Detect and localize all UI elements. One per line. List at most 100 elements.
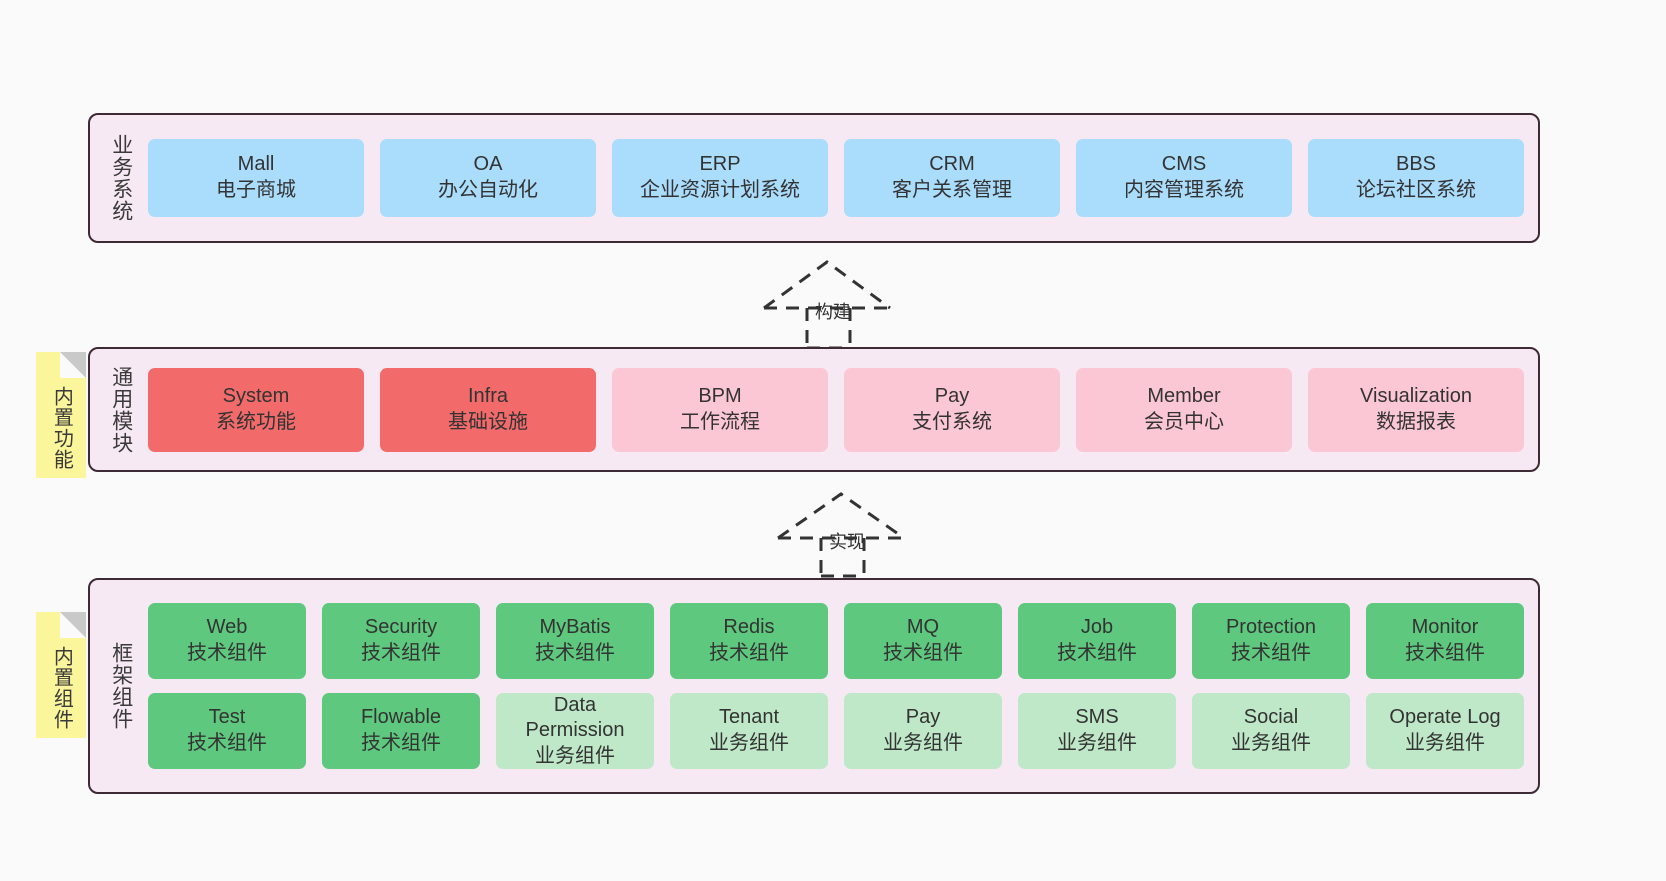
card-subtitle: 业务组件 [709,732,789,754]
connector-implement-shape [777,492,905,578]
layer-common-modules-title: 通用模块 [109,365,133,454]
connector-implement-label: 实现 [829,532,865,552]
card-title: CRM [929,153,975,176]
card-title: Test [208,706,246,729]
card-social[interactable]: Social 业务组件 [1192,693,1350,769]
card-title: BPM [698,384,742,407]
card-title: Monitor [1411,616,1479,639]
card-title: Web [206,616,248,639]
card-protection[interactable]: Protection 技术组件 [1192,603,1350,679]
layer-business-body: Mall 电子商城 OA 办公自动化 ERP 企业资源计划系统 CRM 客户关系管理 CMS 内容… [140,115,1538,241]
card-mall[interactable]: Mall 电子商城 [148,139,364,217]
card-subtitle: 技术组件 [1231,642,1311,664]
card-subtitle: 基础设施 [448,410,528,433]
card-title: Security [364,616,438,639]
card-title: BBS [1395,153,1437,176]
card-erp[interactable]: ERP 企业资源计划系统 [612,139,828,217]
card-oa[interactable]: OA 办公自动化 [380,139,596,217]
card-title: Tenant [718,706,780,729]
card-subtitle: 技术组件 [535,642,615,664]
card-redis[interactable]: Redis 技术组件 [670,603,828,679]
card-subtitle: 电子商城 [216,179,296,201]
card-subtitle: 客户关系管理 [892,179,1012,201]
card-subtitle: 技术组件 [1405,642,1485,664]
card-title: SMS [1075,706,1119,729]
card-tenant[interactable]: Tenant 业务组件 [670,693,828,769]
card-title: OA [473,153,503,176]
card-web[interactable]: Web 技术组件 [148,603,306,679]
connector-build-label: 构建 [815,302,851,322]
card-subtitle: 业务组件 [1231,732,1311,754]
layer-business-systems: 业务系统 Mall 电子商城 OA 办公自动化 ERP 企业资源计划系统 CRM 客户关系管理… [88,113,1540,243]
connector-build: 构建 [760,258,920,350]
business-card-row: Mall 电子商城 OA 办公自动化 ERP 企业资源计划系统 CRM 客户关系管理 CMS 内容… [148,139,1524,217]
card-flowable[interactable]: Flowable 技术组件 [322,693,480,769]
card-subtitle: 内容管理系统 [1124,179,1244,201]
card-subtitle: 技术组件 [1057,642,1137,664]
card-crm[interactable]: CRM 客户关系管理 [844,139,1060,217]
note-builtin-components: 内置组件 [36,612,86,738]
card-visualization[interactable]: Visualization 数据报表 [1308,367,1524,452]
card-bbs[interactable]: BBS 论坛社区系统 [1308,139,1524,217]
card-subtitle: 数据报表 [1376,410,1456,433]
note-builtin-components-label: 内置组件 [50,646,73,730]
card-subtitle: 技术组件 [187,732,267,754]
card-subtitle: 系统功能 [216,410,296,433]
card-cms[interactable]: CMS 内容管理系统 [1076,139,1292,217]
card-subtitle: 业务组件 [1057,732,1137,754]
card-title: CMS [1161,153,1207,176]
card-title: Data Permission [525,693,625,742]
card-subtitle: 业务组件 [1405,732,1485,754]
card-operate-log[interactable]: Operate Log 业务组件 [1366,693,1524,769]
card-subtitle: 技术组件 [361,732,441,754]
card-subtitle: 技术组件 [709,642,789,664]
card-job[interactable]: Job 技术组件 [1018,603,1176,679]
card-title: Pay [934,384,970,407]
card-title: Infra [467,384,509,407]
card-title: Redis [723,616,775,639]
card-subtitle: 论坛社区系统 [1356,179,1476,201]
card-mybatis[interactable]: MyBatis 技术组件 [496,603,654,679]
card-title: Pay [905,706,941,729]
card-mq[interactable]: MQ 技术组件 [844,603,1002,679]
card-subtitle: 工作流程 [680,410,760,433]
card-title: Flowable [360,706,442,729]
card-title: ERP [699,153,741,176]
card-subtitle: 业务组件 [883,732,963,754]
card-subtitle: 办公自动化 [438,179,538,201]
card-subtitle: 企业资源计划系统 [640,179,800,201]
card-sms[interactable]: SMS 业务组件 [1018,693,1176,769]
card-pay[interactable]: Pay 支付系统 [844,367,1060,452]
card-monitor[interactable]: Monitor 技术组件 [1366,603,1524,679]
card-title: Operate Log [1389,706,1501,729]
card-pay[interactable]: Pay 业务组件 [844,693,1002,769]
card-subtitle: 会员中心 [1144,410,1224,433]
card-title: Protection [1225,616,1317,639]
card-subtitle: 业务组件 [535,744,615,767]
layer-framework-components-title: 框架组件 [109,642,133,730]
card-title: Social [1243,706,1299,729]
layer-business-title: 业务系统 [109,134,133,222]
card-title: Visualization [1360,384,1472,407]
card-bpm[interactable]: BPM 工作流程 [612,367,828,452]
card-subtitle: 技术组件 [187,642,267,664]
card-infra[interactable]: Infra 基础设施 [380,367,596,452]
card-title: MQ [906,616,940,639]
card-title: Job [1080,616,1114,639]
card-test[interactable]: Test 技术组件 [148,693,306,769]
card-title: MyBatis [539,616,611,639]
card-title: Mall [237,153,275,176]
card-title: System [222,384,290,407]
card-system[interactable]: System 系统功能 [148,367,364,452]
card-subtitle: 支付系统 [912,410,992,433]
card-subtitle: 技术组件 [883,642,963,664]
